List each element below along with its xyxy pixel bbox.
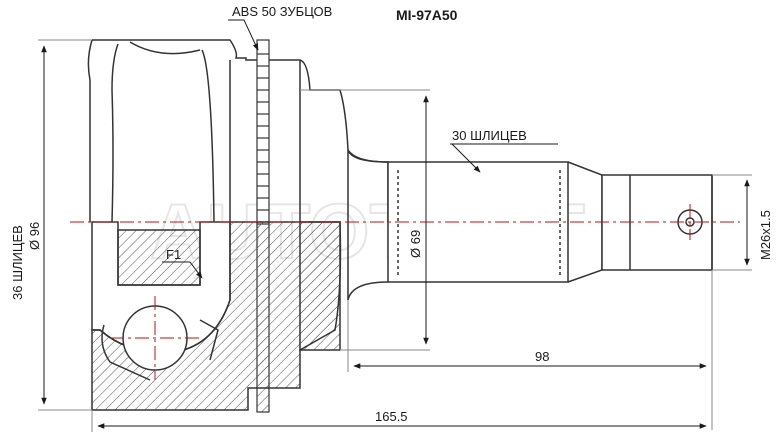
shaft-length-label: 98: [535, 349, 549, 364]
seal-diameter-label: Ø 69: [408, 230, 423, 258]
outer-diameter-label: Ø 96: [27, 222, 42, 250]
shaft-splines-label: 30 ШЛИЦЕВ: [452, 128, 527, 143]
inner-splines-label: 36 ШЛИЦЕВ: [10, 225, 25, 300]
f1-label: F1: [166, 247, 181, 262]
abs-teeth-label: ABS 50 ЗУБЦОВ: [232, 4, 332, 19]
dimensions: [38, 19, 752, 432]
centre-lines: [70, 204, 740, 380]
shaft: [347, 149, 713, 301]
thread-label: M26x1.5: [758, 210, 773, 260]
overall-length-label: 165.5: [375, 409, 408, 424]
housing-section: [91, 221, 342, 411]
part-number: MI-97A50: [396, 7, 458, 23]
